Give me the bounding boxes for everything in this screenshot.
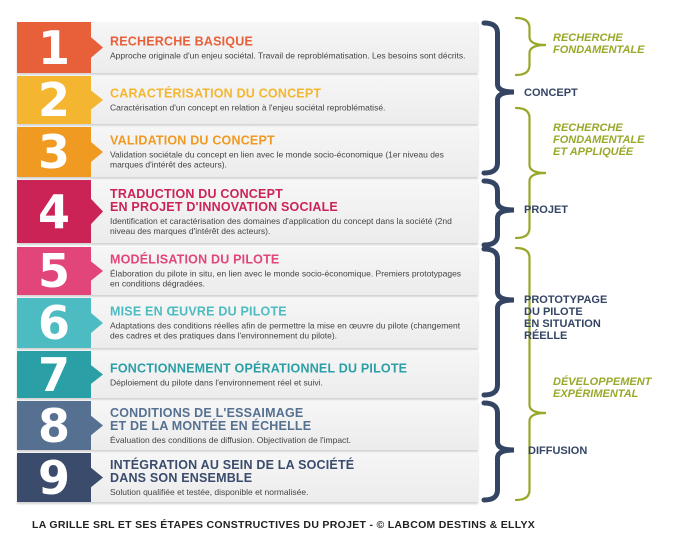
step-number: 5 — [37, 244, 70, 298]
step-row: 3 VALIDATION DU CONCEPT Validation socié… — [17, 125, 478, 179]
phase-label-projet: PROJET — [524, 204, 569, 216]
step-description: Caractérisation d'un concept en relation… — [110, 102, 386, 113]
step-description: Approche originale d'un enjeu sociétal. … — [110, 50, 466, 60]
step-title: INTÉGRATION AU SEIN DE LA SOCIÉTÉ DANS S… — [110, 457, 355, 485]
brace-prototypage-icon — [481, 246, 515, 398]
brace-recherche-fondamentale-icon — [514, 16, 547, 77]
step-description: Évaluation des conditions de diffusion. … — [110, 434, 352, 445]
brace-recherche-appliquee-icon — [514, 106, 547, 240]
step-title: CARACTÉRISATION DU CONCEPT — [110, 86, 322, 101]
step-row: 7 FONCTIONNEMENT OPÉRATIONNEL DU PILOTE … — [17, 348, 478, 402]
arrow-tile-icon — [17, 453, 103, 502]
step-title: TRADUCTION DU CONCEPT EN PROJET D'INNOVA… — [110, 186, 338, 214]
step-description: Élaboration du pilote in situ, en lien a… — [110, 268, 462, 289]
step-title: VALIDATION DU CONCEPT — [110, 133, 275, 148]
phase-label-diffusion: DIFFUSION — [528, 445, 588, 457]
brace-concept-icon — [481, 20, 515, 176]
step-title: CONDITIONS DE L'ESSAIMAGE ET DE LA MONTÉ… — [110, 405, 312, 433]
research-label-developpement: DÉVELOPPEMENT EXPÉRIMENTAL — [553, 376, 652, 400]
step-number: 8 — [37, 398, 70, 453]
step-number-tile: 4 — [17, 180, 103, 243]
brace-developpement-icon — [514, 246, 547, 502]
brace-projet-icon — [481, 178, 515, 248]
phase-label-concept: CONCEPT — [524, 87, 578, 99]
brace-diffusion-icon — [481, 400, 515, 503]
step-number: 1 — [37, 20, 70, 75]
step-description: Adaptations des conditions réelles afin … — [110, 320, 461, 341]
step-row: 2 CARACTÉRISATION DU CONCEPT Caractérisa… — [17, 73, 478, 127]
research-label-fondamentale-appliquee: RECHERCHE FONDAMENTALE ET APPLIQUÉE — [553, 122, 645, 158]
step-row: 8 CONDITIONS DE L'ESSAIMAGE ET DE LA MON… — [17, 398, 478, 453]
step-row: 1 RECHERCHE BASIQUE Approche originale d… — [17, 20, 478, 75]
arrow-tile-icon — [17, 298, 103, 348]
step-description: Identification et caractérisation des do… — [110, 215, 452, 236]
step-number: 9 — [37, 450, 70, 505]
step-number-tile: 1 — [17, 20, 103, 75]
figure-caption: LA GRILLE SRL ET SES ÉTAPES CONSTRUCTIVE… — [32, 519, 536, 531]
arrow-tile-icon — [17, 127, 103, 177]
step-number-tile: 2 — [17, 73, 103, 127]
arrow-tile-icon — [17, 247, 103, 295]
arrow-tile-icon — [17, 76, 103, 124]
step-number: 4 — [37, 184, 70, 239]
step-title: FONCTIONNEMENT OPÉRATIONNEL DU PILOTE — [110, 361, 408, 375]
step-number: 6 — [37, 296, 70, 350]
step-description: Validation sociétale du concept en lien … — [110, 149, 444, 170]
step-number-tile: 7 — [17, 348, 103, 402]
arrow-tile-icon — [17, 401, 103, 450]
step-title: MISE EN ŒUVRE DU PILOTE — [110, 304, 287, 319]
step-description: Solution qualifiée et testée, disponible… — [110, 486, 309, 497]
step-row: 4 TRADUCTION DU CONCEPT EN PROJET D'INNO… — [17, 180, 478, 243]
step-number-tile: 3 — [17, 125, 103, 179]
step-number-tile: 6 — [17, 296, 103, 350]
arrow-tile-icon — [17, 351, 103, 398]
step-number-tile: 5 — [17, 244, 103, 298]
step-number-tile: 8 — [17, 398, 103, 453]
step-number: 2 — [37, 73, 70, 127]
step-row: 9 INTÉGRATION AU SEIN DE LA SOCIÉTÉ DANS… — [17, 450, 478, 505]
step-title: RECHERCHE BASIQUE — [110, 34, 253, 48]
step-title: MODÉLISATION DU PILOTE — [110, 252, 280, 267]
step-number: 7 — [37, 347, 70, 402]
phase-label-prototypage: PROTOTYPAGE DU PILOTE EN SITUATION RÉELL… — [524, 294, 608, 342]
arrow-tile-icon — [17, 22, 103, 73]
step-number-tile: 9 — [17, 450, 103, 505]
step-description: Déploiement du pilote dans l'environneme… — [110, 377, 323, 387]
step-row: 6 MISE EN ŒUVRE DU PILOTE Adaptations de… — [17, 296, 478, 350]
arrow-tile-icon — [17, 180, 103, 243]
step-number: 3 — [37, 125, 70, 179]
research-label-fondamentale: RECHERCHE FONDAMENTALE — [553, 32, 645, 56]
step-row: 5 MODÉLISATION DU PILOTE Élaboration du … — [17, 244, 478, 298]
